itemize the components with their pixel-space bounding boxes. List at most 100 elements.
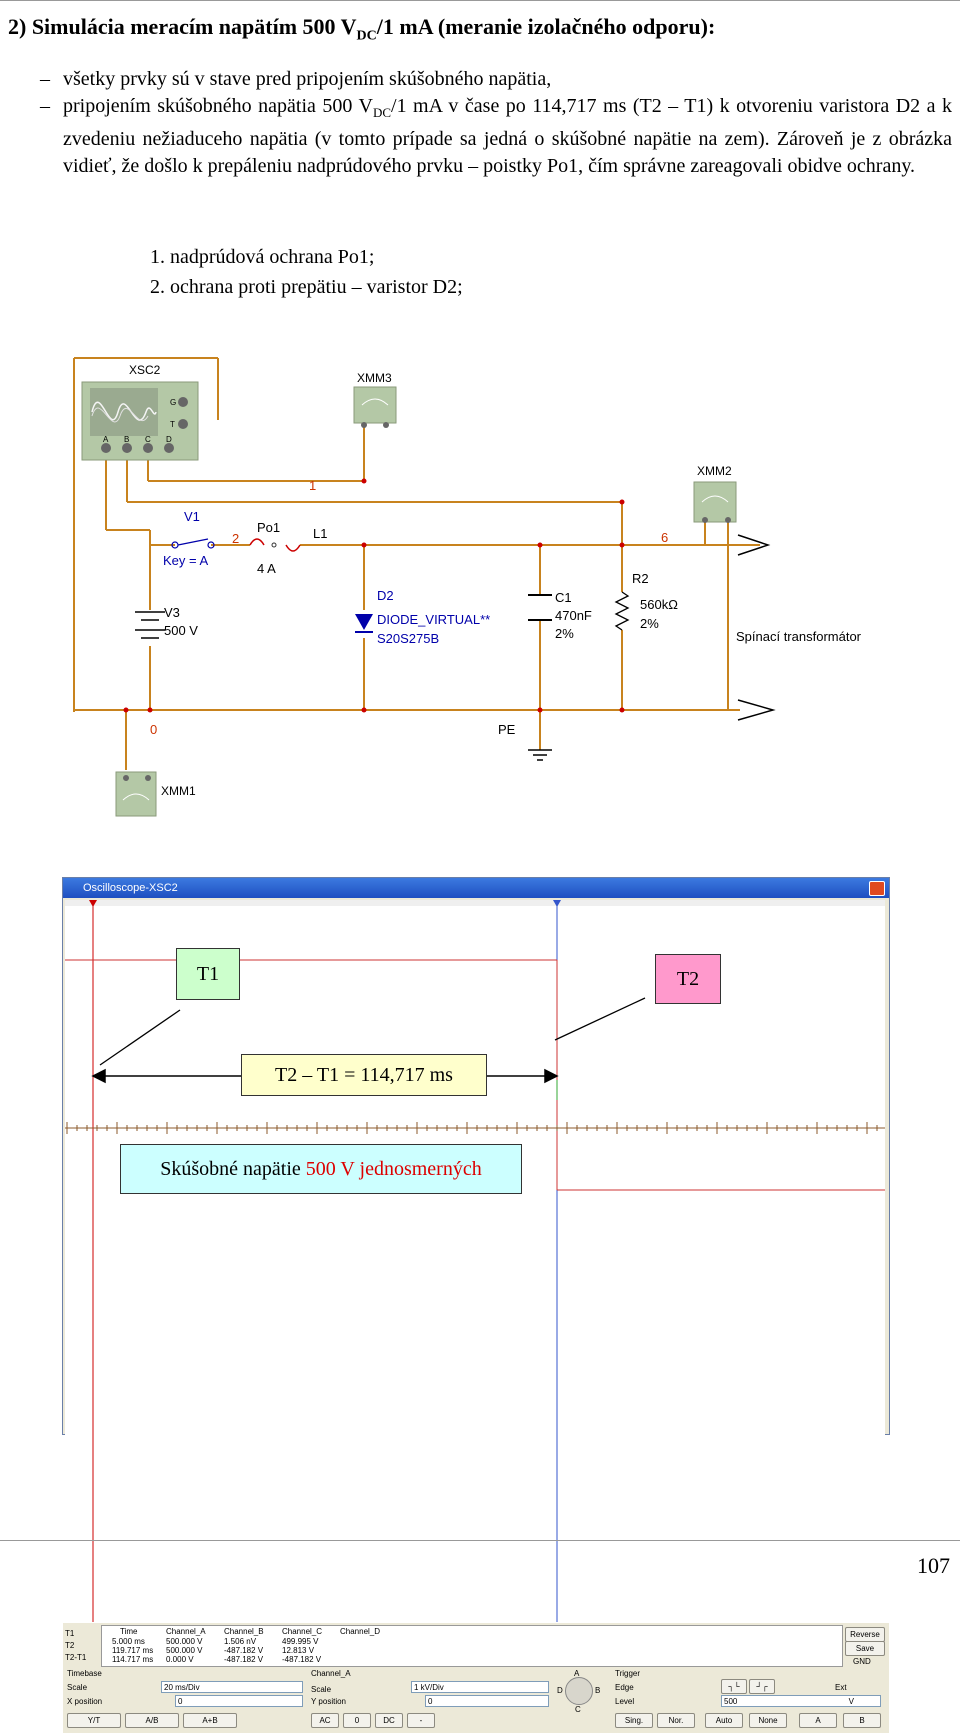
bullet-item-1: – všetky prvky sú v stave pred pripojení… (40, 68, 552, 90)
row-label-t1: T1 (65, 1629, 75, 1638)
readout-table: Time Channel_A Channel_B Channel_C Chann… (101, 1625, 843, 1667)
t2-label: T2 (655, 954, 721, 1004)
trigger-level-label: Level (615, 1697, 635, 1706)
svg-text:560kΩ: 560kΩ (640, 597, 678, 612)
svg-text:XMM2: XMM2 (697, 464, 732, 478)
cursor-t2-marker (553, 900, 561, 907)
rising-edge-button[interactable]: ┐└ (721, 1679, 747, 1694)
delta-time-label: T2 – T1 = 114,717 ms (241, 1054, 487, 1096)
save-button[interactable]: Save (845, 1641, 885, 1656)
test-voltage-label: Skúšobné napätie 500 V jednosmerných (120, 1144, 522, 1194)
section-heading: 2) Simulácia meracím napätím 500 VDC/1 m… (8, 14, 716, 44)
xsc2-instrument: XSC2 G T A B C D (81, 363, 199, 461)
channel-a-scale-field[interactable]: 1 kV/Div (411, 1681, 549, 1693)
svg-text:XMM1: XMM1 (161, 784, 196, 798)
svg-text:2: 2 (232, 531, 239, 546)
falling-edge-button[interactable]: ┘┌ (749, 1679, 775, 1694)
svg-text:Po1: Po1 (257, 520, 280, 535)
row-label-t2: T2 (65, 1641, 75, 1650)
svg-text:D: D (166, 435, 172, 444)
minus-button[interactable]: - (407, 1713, 435, 1728)
t1-pointer (99, 1009, 181, 1066)
reverse-button[interactable]: Reverse (845, 1627, 885, 1642)
trigger-title: Trigger (615, 1669, 641, 1678)
circuit-schematic: XSC2 G T A B C D XMM3 XMM2 XMM1 V1 Key =… (73, 357, 862, 817)
time-axis-ticks (66, 1122, 878, 1134)
selector-b: B (595, 1686, 601, 1695)
oscilloscope-title-bar: Oscilloscope-XSC2 (63, 878, 889, 898)
timebase-scale-label: Scale (67, 1683, 88, 1692)
timebase-title: Timebase (67, 1669, 102, 1678)
trigger-single-button[interactable]: Sing. (615, 1713, 653, 1728)
fuse-po1 (249, 538, 301, 552)
trigger-edge-label: Edge (615, 1683, 634, 1692)
trigger-a-button[interactable]: A (799, 1713, 837, 1728)
svg-text:D2: D2 (377, 588, 394, 603)
yt-button[interactable]: Y/T (67, 1713, 121, 1728)
svg-text:2%: 2% (555, 626, 574, 641)
ac-button[interactable]: AC (311, 1713, 339, 1728)
svg-text:0: 0 (150, 722, 157, 737)
channel-selector-knob[interactable] (565, 1677, 593, 1705)
a-plus-b-button[interactable]: A+B (183, 1713, 237, 1728)
svg-text:6: 6 (661, 530, 668, 545)
xmm3-instrument: XMM3 (353, 371, 397, 428)
svg-text:V1: V1 (184, 509, 200, 524)
capacitor-c1 (528, 594, 552, 621)
x-position-field[interactable]: 0 (175, 1695, 303, 1707)
trigger-auto-button[interactable]: Auto (705, 1713, 743, 1728)
channel-a-title: Channel_A (311, 1669, 351, 1678)
bottom-rule (0, 1540, 960, 1541)
resistor-r2 (614, 591, 630, 631)
varistor-diode-d2 (355, 614, 373, 633)
svg-text:S20S275B: S20S275B (377, 631, 439, 646)
row-label-t2-t1: T2-T1 (65, 1653, 87, 1662)
dc-button[interactable]: DC (375, 1713, 403, 1728)
circuit-nodes (123, 478, 625, 713)
key-switch-v1 (171, 538, 215, 549)
channel-a-scale-label: Scale (311, 1685, 332, 1694)
t2-pointer (554, 997, 646, 1041)
svg-text:C1: C1 (555, 590, 572, 605)
circuit-wires (73, 357, 760, 770)
svg-text:R2: R2 (632, 571, 649, 586)
ext-label: Ext (835, 1683, 847, 1692)
t1-label: T1 (176, 948, 240, 1000)
numbered-item-1: 1. nadprúdová ochrana Po1; (150, 246, 375, 268)
ground-symbol (528, 749, 552, 761)
channel-a-trace (65, 959, 885, 1191)
zero-button[interactable]: 0 (343, 1713, 371, 1728)
svg-text:B: B (124, 435, 129, 444)
svg-text:G: G (170, 398, 176, 407)
svg-text:470nF: 470nF (555, 608, 592, 623)
ab-button[interactable]: A/B (125, 1713, 179, 1728)
svg-text:XMM3: XMM3 (357, 371, 392, 385)
close-button[interactable] (869, 881, 885, 896)
numbered-item-2: 2. ochrana proti prepätiu – varistor D2; (150, 276, 463, 298)
svg-text:XSC2: XSC2 (129, 363, 161, 377)
y-position-label: Y position (311, 1697, 346, 1706)
svg-text:4 A: 4 A (257, 561, 276, 576)
selector-d: D (557, 1686, 563, 1695)
transformer-arrows (737, 534, 776, 721)
trigger-normal-button[interactable]: Nor. (657, 1713, 695, 1728)
svg-text:T: T (170, 420, 175, 429)
xmm2-instrument: XMM2 (693, 464, 737, 523)
svg-text:1: 1 (309, 478, 316, 493)
svg-text:A: A (103, 435, 109, 444)
selector-a: A (574, 1669, 580, 1678)
page-number: 107 (917, 1553, 950, 1578)
selector-c: C (575, 1705, 581, 1714)
gnd-label: GND (853, 1657, 871, 1666)
oscilloscope-screen (65, 900, 885, 1622)
svg-text:PE: PE (498, 722, 516, 737)
y-position-field[interactable]: 0 (425, 1695, 549, 1707)
svg-text:500 V: 500 V (164, 623, 198, 638)
cursor-t1-marker (89, 900, 97, 907)
trigger-b-button[interactable]: B (843, 1713, 881, 1728)
svg-text:C: C (145, 435, 151, 444)
svg-text:2%: 2% (640, 616, 659, 631)
trigger-none-button[interactable]: None (749, 1713, 787, 1728)
timebase-scale-field[interactable]: 20 ms/Div (161, 1681, 303, 1693)
